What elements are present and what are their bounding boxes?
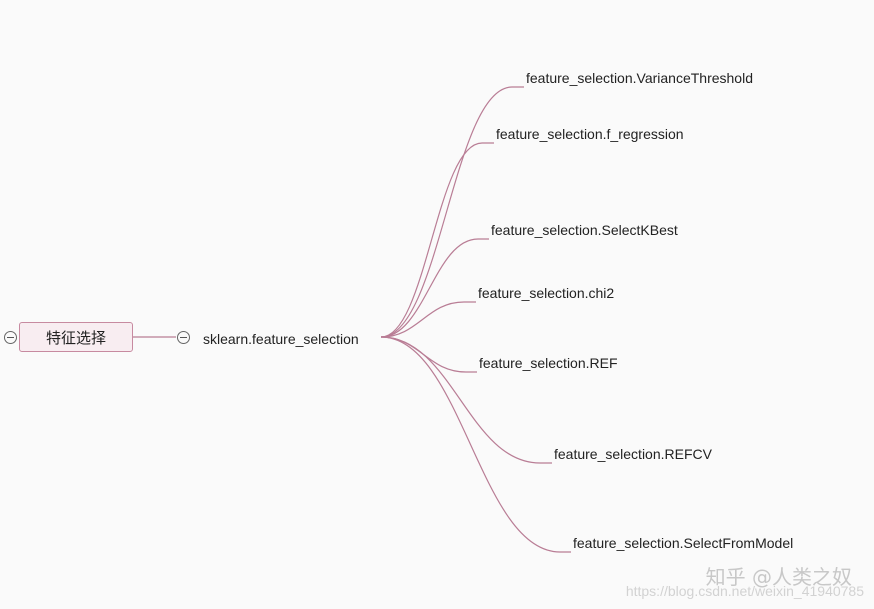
leaf-connector: [380, 142, 494, 338]
leaf-node[interactable]: feature_selection.REFCV: [554, 446, 712, 462]
root-collapse-button[interactable]: [4, 331, 17, 344]
csdn-url-watermark: https://blog.csdn.net/weixin_41940785: [625, 583, 864, 599]
leaf-node[interactable]: feature_selection.VarianceThreshold: [526, 70, 753, 86]
leaf-connector: [380, 336, 552, 464]
leaf-node[interactable]: feature_selection.SelectKBest: [491, 222, 678, 238]
branch-node-sklearn-feature-selection[interactable]: sklearn.feature_selection: [203, 331, 359, 347]
leaf-connector: [380, 238, 489, 338]
root-node[interactable]: 特征选择: [19, 322, 133, 352]
leaf-node[interactable]: feature_selection.f_regression: [496, 126, 684, 142]
leaf-connector: [380, 336, 571, 553]
leaf-node[interactable]: feature_selection.chi2: [478, 285, 615, 301]
leaf-connector: [380, 301, 476, 338]
root-node-label: 特征选择: [45, 328, 106, 347]
branch-collapse-button[interactable]: [177, 331, 190, 344]
leaf-node[interactable]: feature_selection.REF: [479, 355, 618, 371]
leaf-connector: [380, 86, 524, 338]
leaf-node[interactable]: feature_selection.SelectFromModel: [573, 535, 794, 551]
zhihu-watermark: 知乎 @人类之奴: [705, 565, 852, 589]
